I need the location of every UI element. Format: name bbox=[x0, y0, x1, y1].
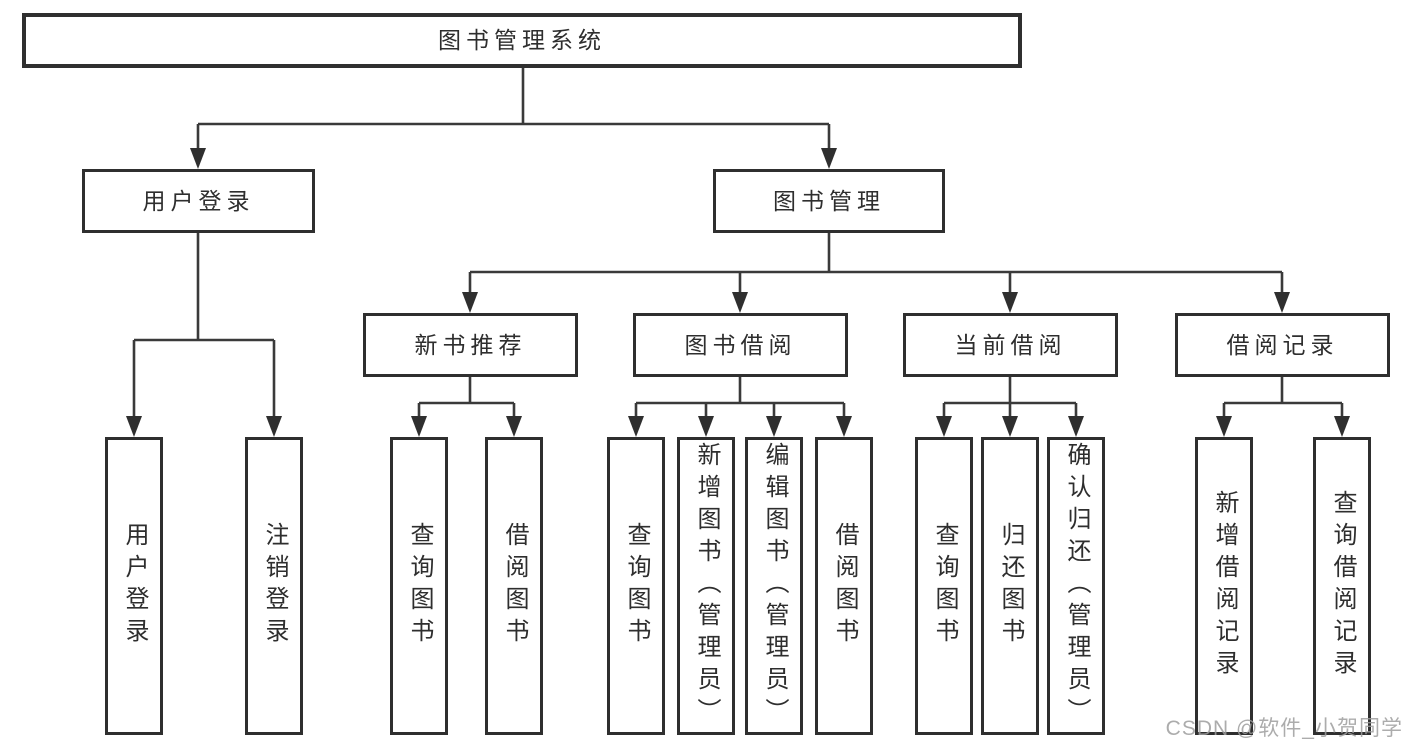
arrowheads bbox=[126, 148, 1350, 437]
arrow-down-icon bbox=[1216, 416, 1232, 437]
leaf-new-borrow-record: 新增借阅记录 bbox=[1195, 437, 1253, 735]
node-user-login: 用户登录 bbox=[82, 169, 315, 233]
node-label: 归还图书 bbox=[997, 522, 1024, 650]
arrow-down-icon bbox=[126, 416, 142, 437]
node-label: 用户登录 bbox=[121, 522, 148, 650]
arrow-down-icon bbox=[936, 416, 952, 437]
node-library-system: 图书管理系统 bbox=[22, 13, 1022, 68]
node-label: 新增借阅记录 bbox=[1211, 490, 1238, 682]
node-label: 借阅图书 bbox=[831, 522, 858, 650]
arrow-down-icon bbox=[821, 148, 837, 169]
arrow-down-icon bbox=[766, 416, 782, 437]
leaf-logout: 注销登录 bbox=[245, 437, 303, 735]
node-book-borrowing: 图书借阅 bbox=[633, 313, 848, 377]
node-label: 新书推荐 bbox=[414, 331, 527, 358]
arrow-down-icon bbox=[266, 416, 282, 437]
leaf-query-books-borrowing: 查询图书 bbox=[607, 437, 665, 735]
leaf-confirm-return-admin: 确认归还（管理员） bbox=[1047, 437, 1105, 735]
node-label: 用户登录 bbox=[142, 187, 255, 214]
arrow-down-icon bbox=[1002, 292, 1018, 313]
watermark: CSDN @软件_小贺同学 bbox=[1165, 717, 1403, 740]
node-label: 确认归还（管理员） bbox=[1063, 442, 1090, 730]
leaf-edit-book-admin: 编辑图书（管理员） bbox=[745, 437, 803, 735]
leaf-borrow-books-borrowing: 借阅图书 bbox=[815, 437, 873, 735]
node-current-borrowing: 当前借阅 bbox=[903, 313, 1118, 377]
arrow-down-icon bbox=[462, 292, 478, 313]
arrow-down-icon bbox=[411, 416, 427, 437]
node-book-management: 图书管理 bbox=[713, 169, 945, 233]
node-label: 借阅记录 bbox=[1226, 331, 1339, 358]
arrow-down-icon bbox=[190, 148, 206, 169]
leaf-borrow-books-recommend: 借阅图书 bbox=[485, 437, 543, 735]
arrow-down-icon bbox=[506, 416, 522, 437]
node-label: 注销登录 bbox=[261, 522, 288, 650]
node-label: 当前借阅 bbox=[954, 331, 1067, 358]
node-label: 借阅图书 bbox=[501, 522, 528, 650]
node-label: 查询图书 bbox=[931, 522, 958, 650]
node-label: 查询图书 bbox=[406, 522, 433, 650]
node-label: 图书管理 bbox=[773, 187, 885, 214]
node-label: 新增图书（管理员） bbox=[693, 442, 720, 730]
arrow-down-icon bbox=[628, 416, 644, 437]
arrow-down-icon bbox=[1274, 292, 1290, 313]
node-label: 图书借阅 bbox=[684, 331, 797, 358]
leaf-query-books-recommend: 查询图书 bbox=[390, 437, 448, 735]
arrow-down-icon bbox=[732, 292, 748, 313]
node-new-book-recommendation: 新书推荐 bbox=[363, 313, 578, 377]
arrow-down-icon bbox=[698, 416, 714, 437]
arrow-down-icon bbox=[1334, 416, 1350, 437]
leaf-query-books-current: 查询图书 bbox=[915, 437, 973, 735]
node-label: 图书管理系统 bbox=[438, 27, 606, 53]
arrow-down-icon bbox=[836, 416, 852, 437]
leaf-return-books: 归还图书 bbox=[981, 437, 1039, 735]
node-borrowing-records: 借阅记录 bbox=[1175, 313, 1390, 377]
arrow-down-icon bbox=[1068, 416, 1084, 437]
node-label: 查询图书 bbox=[623, 522, 650, 650]
node-label: 查询借阅记录 bbox=[1329, 490, 1356, 682]
arrow-down-icon bbox=[1002, 416, 1018, 437]
leaf-query-borrow-record: 查询借阅记录 bbox=[1313, 437, 1371, 735]
leaf-add-book-admin: 新增图书（管理员） bbox=[677, 437, 735, 735]
node-label: 编辑图书（管理员） bbox=[761, 442, 788, 730]
leaf-user-login: 用户登录 bbox=[105, 437, 163, 735]
connector-path bbox=[132, 68, 1344, 420]
